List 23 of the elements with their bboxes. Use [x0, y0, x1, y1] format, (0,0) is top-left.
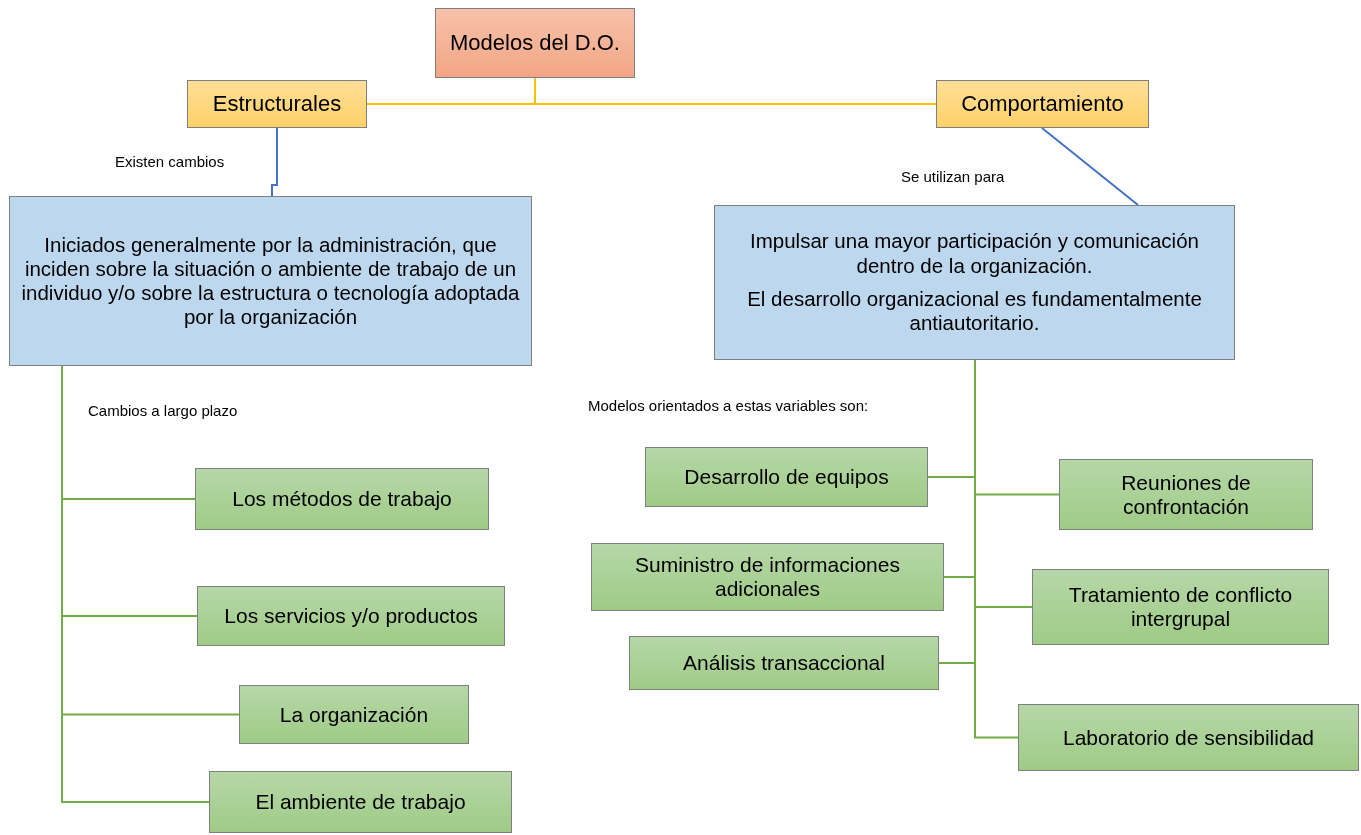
description-box: Iniciados generalmente por la administración, que inciden sobre la situación o ambiente de trabajo de un individuo y/o sobre la estructura o tecnología adoptada por la organización [9, 196, 532, 366]
note-text: Modelos orientados a estas variables son: [588, 397, 869, 414]
note-text: Cambios a largo plazo [88, 402, 238, 419]
connector-line [1041, 127, 1139, 206]
edge-label: Existen cambios [113, 153, 227, 170]
item-box: El ambiente de trabajo [209, 771, 512, 833]
box-text: El desarrollo organizacional es fundamentalmente antiautoritario. [746, 286, 1203, 336]
description-box [714, 205, 1235, 360]
item-box: Laboratorio de sensibilidad [1018, 704, 1359, 771]
item-box: Desarrollo de equipos [645, 447, 928, 507]
item-box: Suministro de informaciones adicionales [591, 543, 944, 611]
item-box: Los métodos de trabajo [195, 468, 489, 530]
category-box: Estructurales [187, 80, 367, 128]
category-box: Comportamiento [936, 80, 1149, 128]
item-box: Análisis transaccional [629, 636, 939, 690]
item-box: Reuniones de confrontación [1059, 459, 1313, 530]
connector-line [271, 127, 278, 197]
box-text: Impulsar una mayor participación y comunicación dentro de la organización. [749, 229, 1200, 279]
edge-label: Se utilizan para [899, 168, 1007, 185]
item-box: Los servicios y/o productos [197, 586, 505, 646]
root-box: Modelos del D.O. [435, 8, 635, 78]
item-box: Tratamiento de conflicto intergrupal [1032, 569, 1329, 645]
item-box: La organización [239, 685, 469, 744]
